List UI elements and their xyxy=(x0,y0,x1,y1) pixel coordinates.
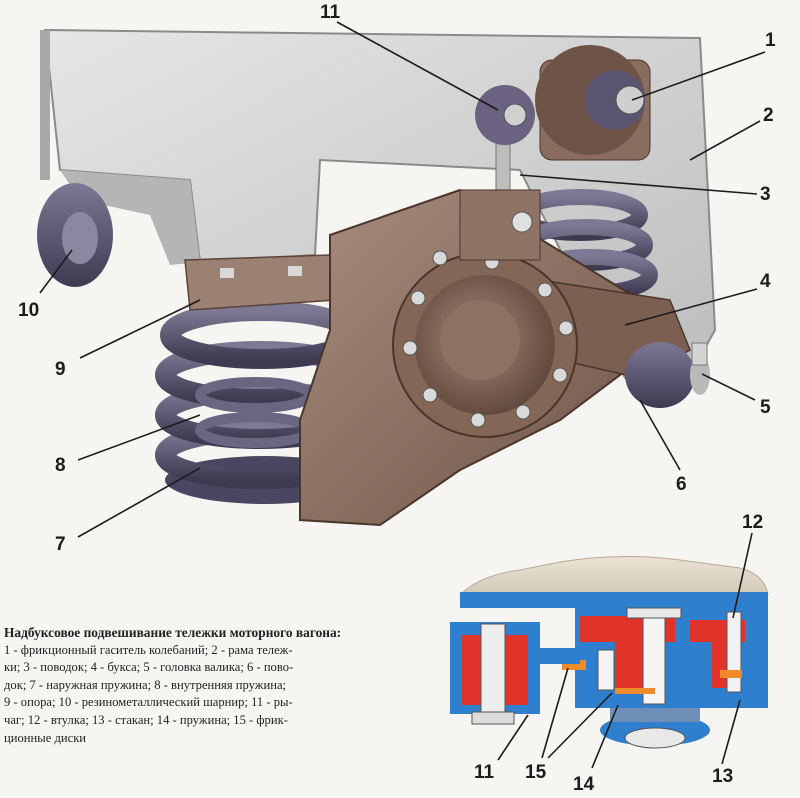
callout-11: 11 xyxy=(320,2,341,23)
pin-head xyxy=(691,342,708,366)
rubber-metal-joint xyxy=(37,183,113,287)
callout-2: 2 xyxy=(763,105,774,126)
link-rod xyxy=(459,119,541,261)
callout-6: 6 xyxy=(676,474,687,495)
figure-caption: Надбуксовое подвешивание тележки моторно… xyxy=(4,624,434,747)
caption-line: чаг; 12 - втулка; 13 - стакан; 14 - пруж… xyxy=(4,712,288,727)
leader-lines xyxy=(39,21,766,538)
caption-line: ционные диски xyxy=(4,730,87,745)
callout-15: 15 xyxy=(525,762,547,783)
callout-13: 13 xyxy=(712,766,734,787)
callout-3: 3 xyxy=(760,184,771,205)
cross-section-drawing xyxy=(450,555,769,749)
callout-10: 10 xyxy=(18,300,40,321)
callout-11-section: 11 xyxy=(474,762,495,783)
caption-line: 9 - опора; 10 - резинометаллический шарн… xyxy=(4,695,293,710)
spring-support xyxy=(184,254,336,311)
callout-12: 12 xyxy=(742,512,764,533)
caption-title: Надбуксовое подвешивание тележки моторно… xyxy=(4,625,342,640)
friction-damper xyxy=(475,45,651,161)
callout-1: 1 xyxy=(765,30,776,51)
caption-line: ки; 3 - поводок; 4 - букса; 5 - головка … xyxy=(4,660,294,675)
callout-7: 7 xyxy=(55,534,66,555)
caption-line: док; 7 - наружная пружина; 8 - внутрення… xyxy=(4,677,287,692)
callout-4: 4 xyxy=(760,271,771,292)
caption-line: 1 - фрикционный гаситель колебаний; 2 - … xyxy=(4,642,293,657)
callout-9: 9 xyxy=(55,359,66,380)
callout-8: 8 xyxy=(55,455,66,476)
callout-14: 14 xyxy=(573,774,595,795)
callout-5: 5 xyxy=(760,397,771,418)
axle-box xyxy=(299,188,691,527)
section-leader-lines xyxy=(497,532,753,769)
